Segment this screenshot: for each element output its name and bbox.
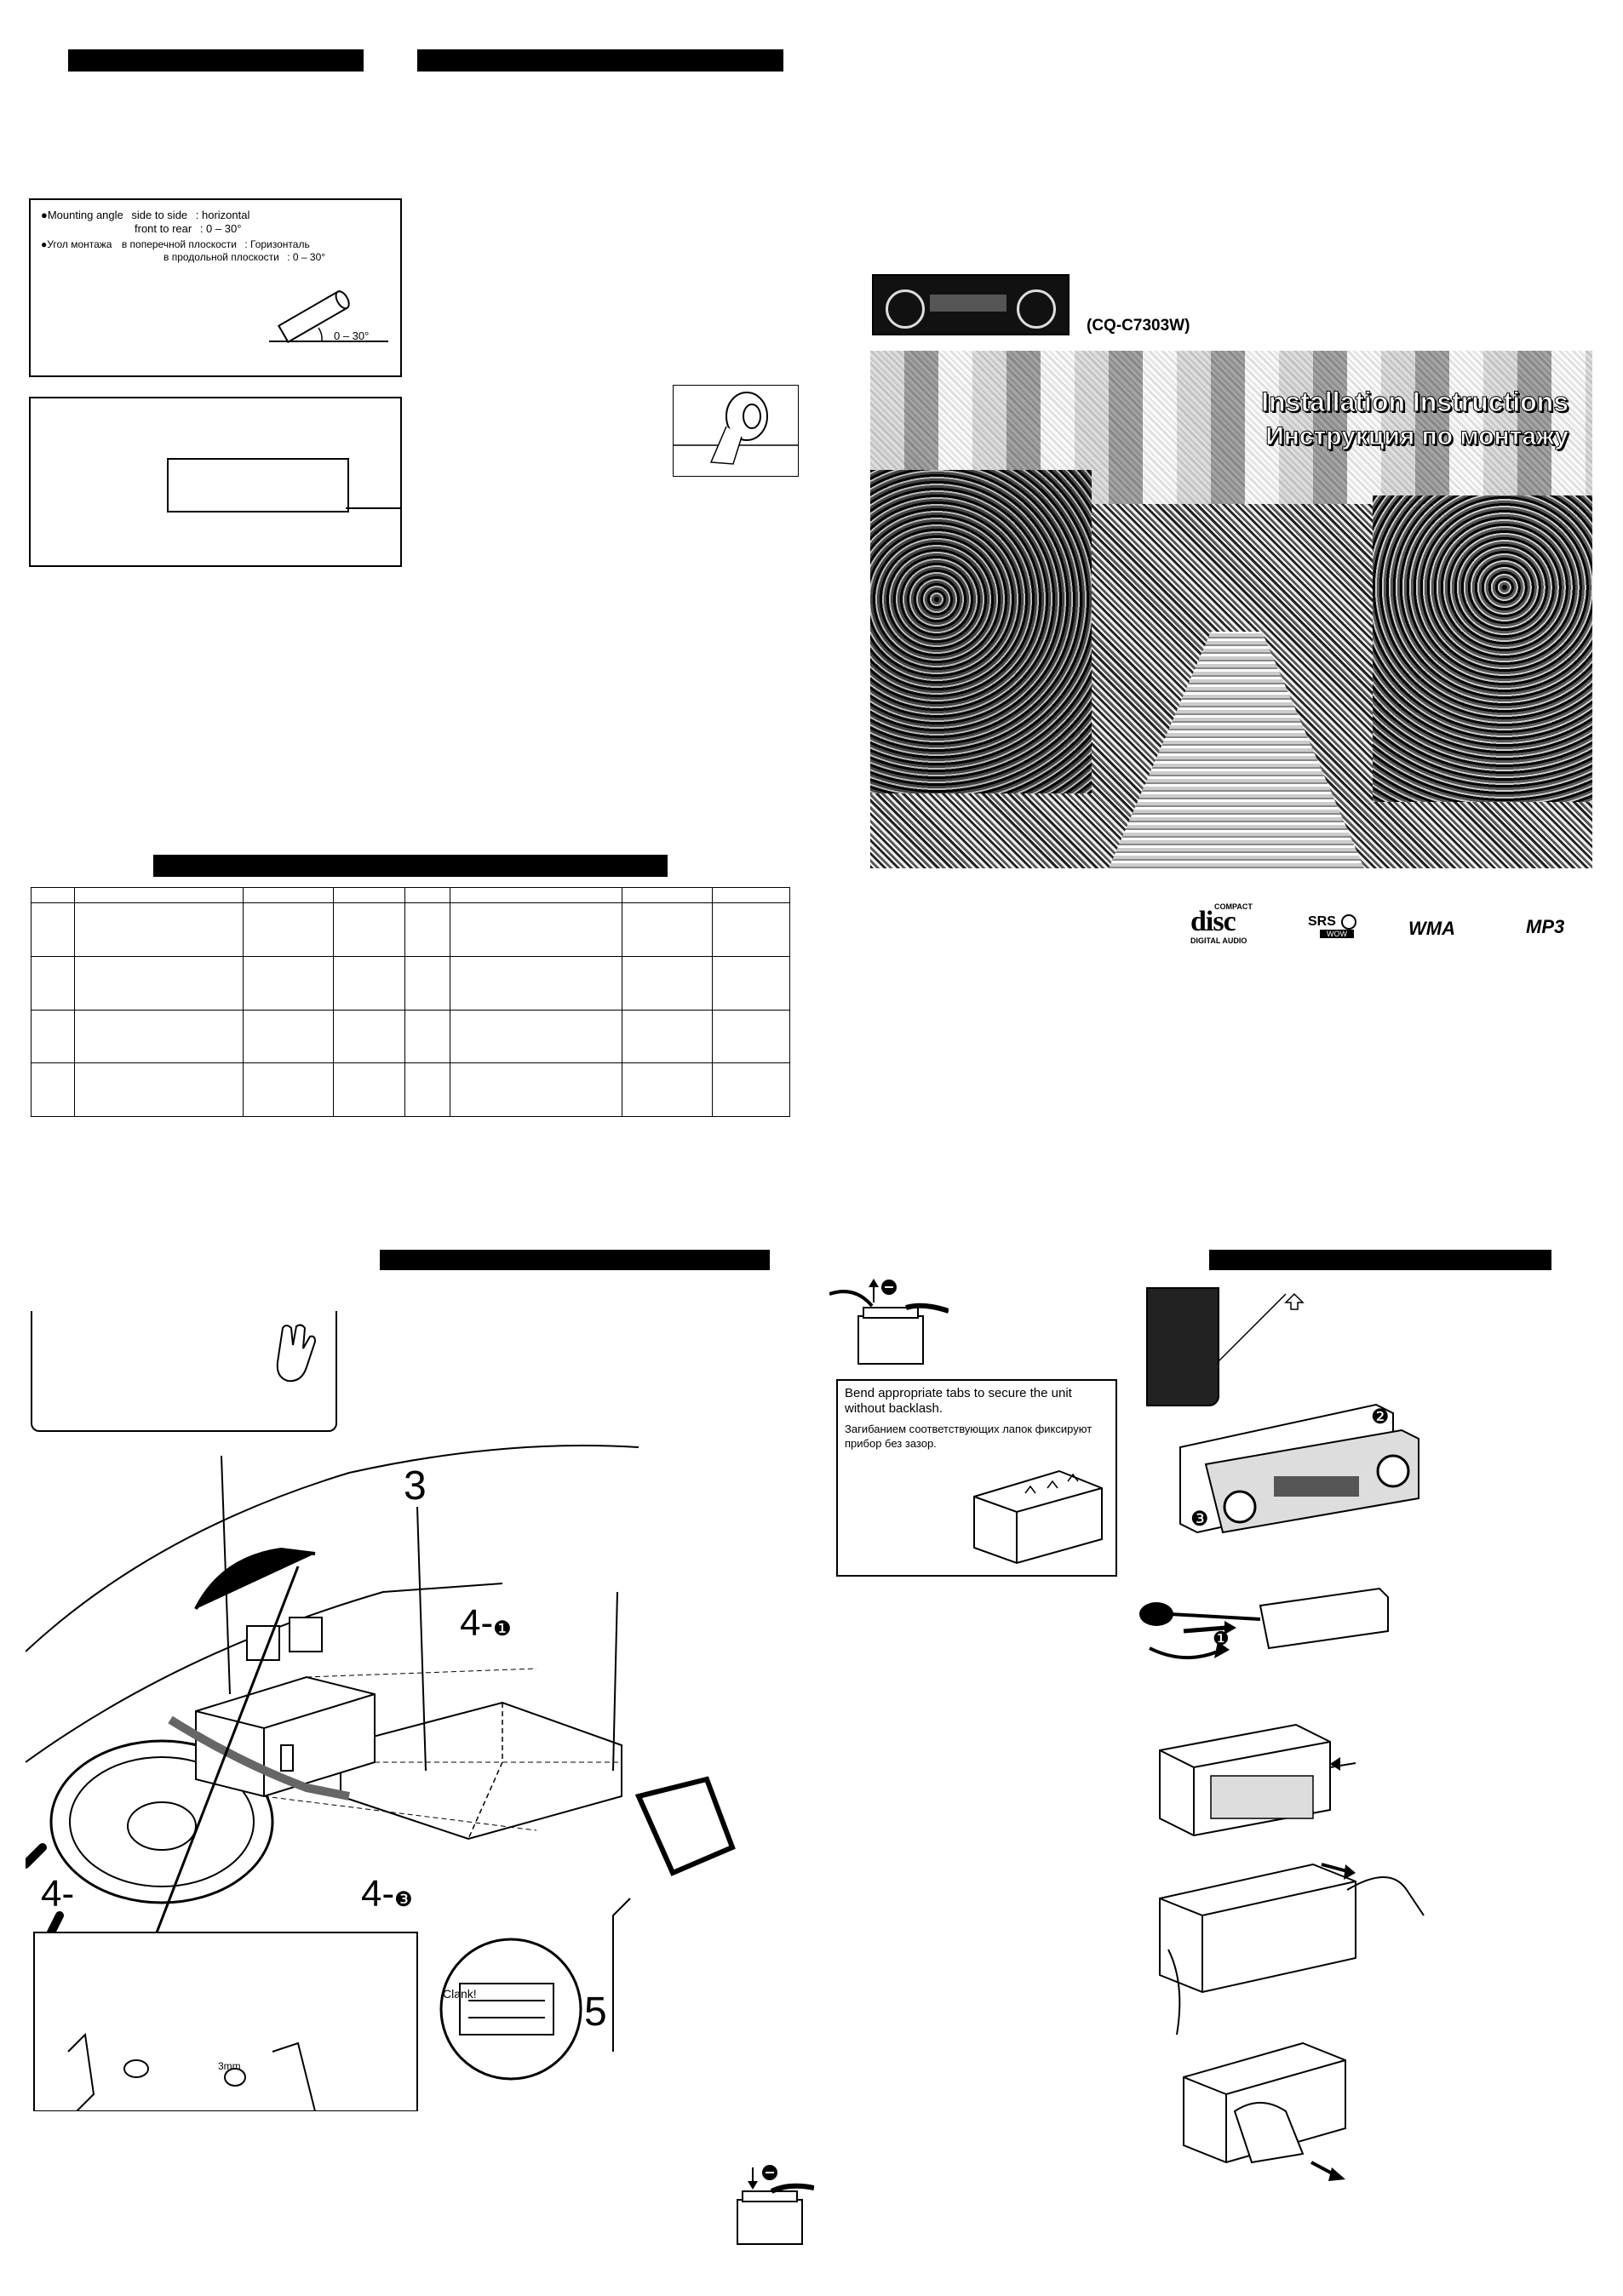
mounting-ru-front-label: в продольной плоскости: [163, 251, 279, 263]
mounting-front-label: front to rear: [135, 222, 192, 235]
tabs-note-ru: Загибанием соответствующих лапок фиксиру…: [845, 1423, 1093, 1450]
step-5-label: 5: [584, 1990, 607, 2035]
installation-header-bar: [380, 1250, 770, 1270]
model-number: (CQ-C7303W): [1087, 317, 1190, 335]
mounting-front-value: : 0 – 30°: [199, 222, 242, 235]
marker-3: ❸: [1190, 1508, 1209, 1531]
compact-disc-logo: COMPACT disc DIGITAL AUDIO: [1190, 902, 1253, 945]
marker-2: ❷: [1371, 1406, 1390, 1429]
step-4-label: 4-: [41, 1873, 75, 1915]
header-bar-right: [417, 49, 783, 72]
battery-disconnect-icon: [829, 1279, 949, 1365]
installation-diagram: [26, 1445, 736, 2111]
marker-1: ❶: [1213, 1628, 1230, 1649]
sleeve-tabs-illustration: [973, 1469, 1103, 1565]
parts-table-header-bar: [153, 855, 668, 877]
parts-table: [31, 887, 790, 1117]
pull-out-diagram: [1159, 1863, 1425, 2035]
key-insertion-diagram: [1159, 1723, 1356, 1837]
cover-title-en: Installation Instructions: [1261, 386, 1569, 418]
mounting-angle-diagram: [269, 290, 388, 344]
cover-photo: Installation Instructions Инструкция по …: [870, 351, 1592, 868]
faceplate-removal-diagram: [1179, 1403, 1419, 1534]
battery-reconnect-icon: [737, 2165, 814, 2245]
tabs-note-en: Bend appropriate tabs to secure the unit…: [845, 1386, 1072, 1416]
mounting-bullet-ru: ●Угол монтажа: [41, 238, 112, 250]
hand-icon: [276, 1324, 317, 1383]
mounting-ru-side-label: в поперечной плоскости: [121, 238, 237, 250]
step-4-3-label: 4-❸: [361, 1873, 413, 1915]
inner-rect: [167, 458, 349, 512]
release-arrow: [1217, 1292, 1305, 1363]
inner-line: [346, 507, 402, 509]
removal-header-bar: [1209, 1250, 1551, 1270]
product-thumb: [872, 274, 1070, 335]
mounting-bullet-en: ●Mounting angle: [41, 209, 123, 221]
cover-title-ru: Инструкция по монтажу: [1265, 422, 1569, 451]
mounting-side-value: : horizontal: [195, 209, 250, 221]
mounting-angle-label: 0 – 30°: [334, 329, 370, 342]
header-bar-left: [68, 49, 364, 72]
tabs-note-box: Bend appropriate tabs to secure the unit…: [836, 1379, 1117, 1577]
mounting-side-label: side to side: [131, 209, 188, 221]
screwdriver-diagram: [1139, 1587, 1389, 1660]
wma-logo: WMA: [1408, 918, 1455, 939]
dimension-box: [29, 397, 402, 567]
clank-label: Clank!: [443, 1987, 477, 2001]
step-3-label: 3: [404, 1463, 427, 1509]
mounting-ru-side-value: : Горизонталь: [244, 238, 310, 250]
srs-wow-logo: SRS WOW: [1308, 914, 1364, 945]
tape-illustration: [673, 385, 799, 477]
release-button-panel: [1146, 1287, 1219, 1406]
slide-out-diagram: [1183, 2041, 1346, 2181]
mp3-logo: MP3: [1526, 916, 1565, 937]
step-4-1-label: 4-❶: [460, 1602, 512, 1644]
mounting-angle-box: ●Mounting angle side to side : horizonta…: [29, 198, 402, 377]
note-bracket: [31, 1311, 337, 1432]
mm-label: 3mm: [218, 2060, 241, 2072]
mounting-ru-front-value: : 0 – 30°: [287, 251, 326, 263]
